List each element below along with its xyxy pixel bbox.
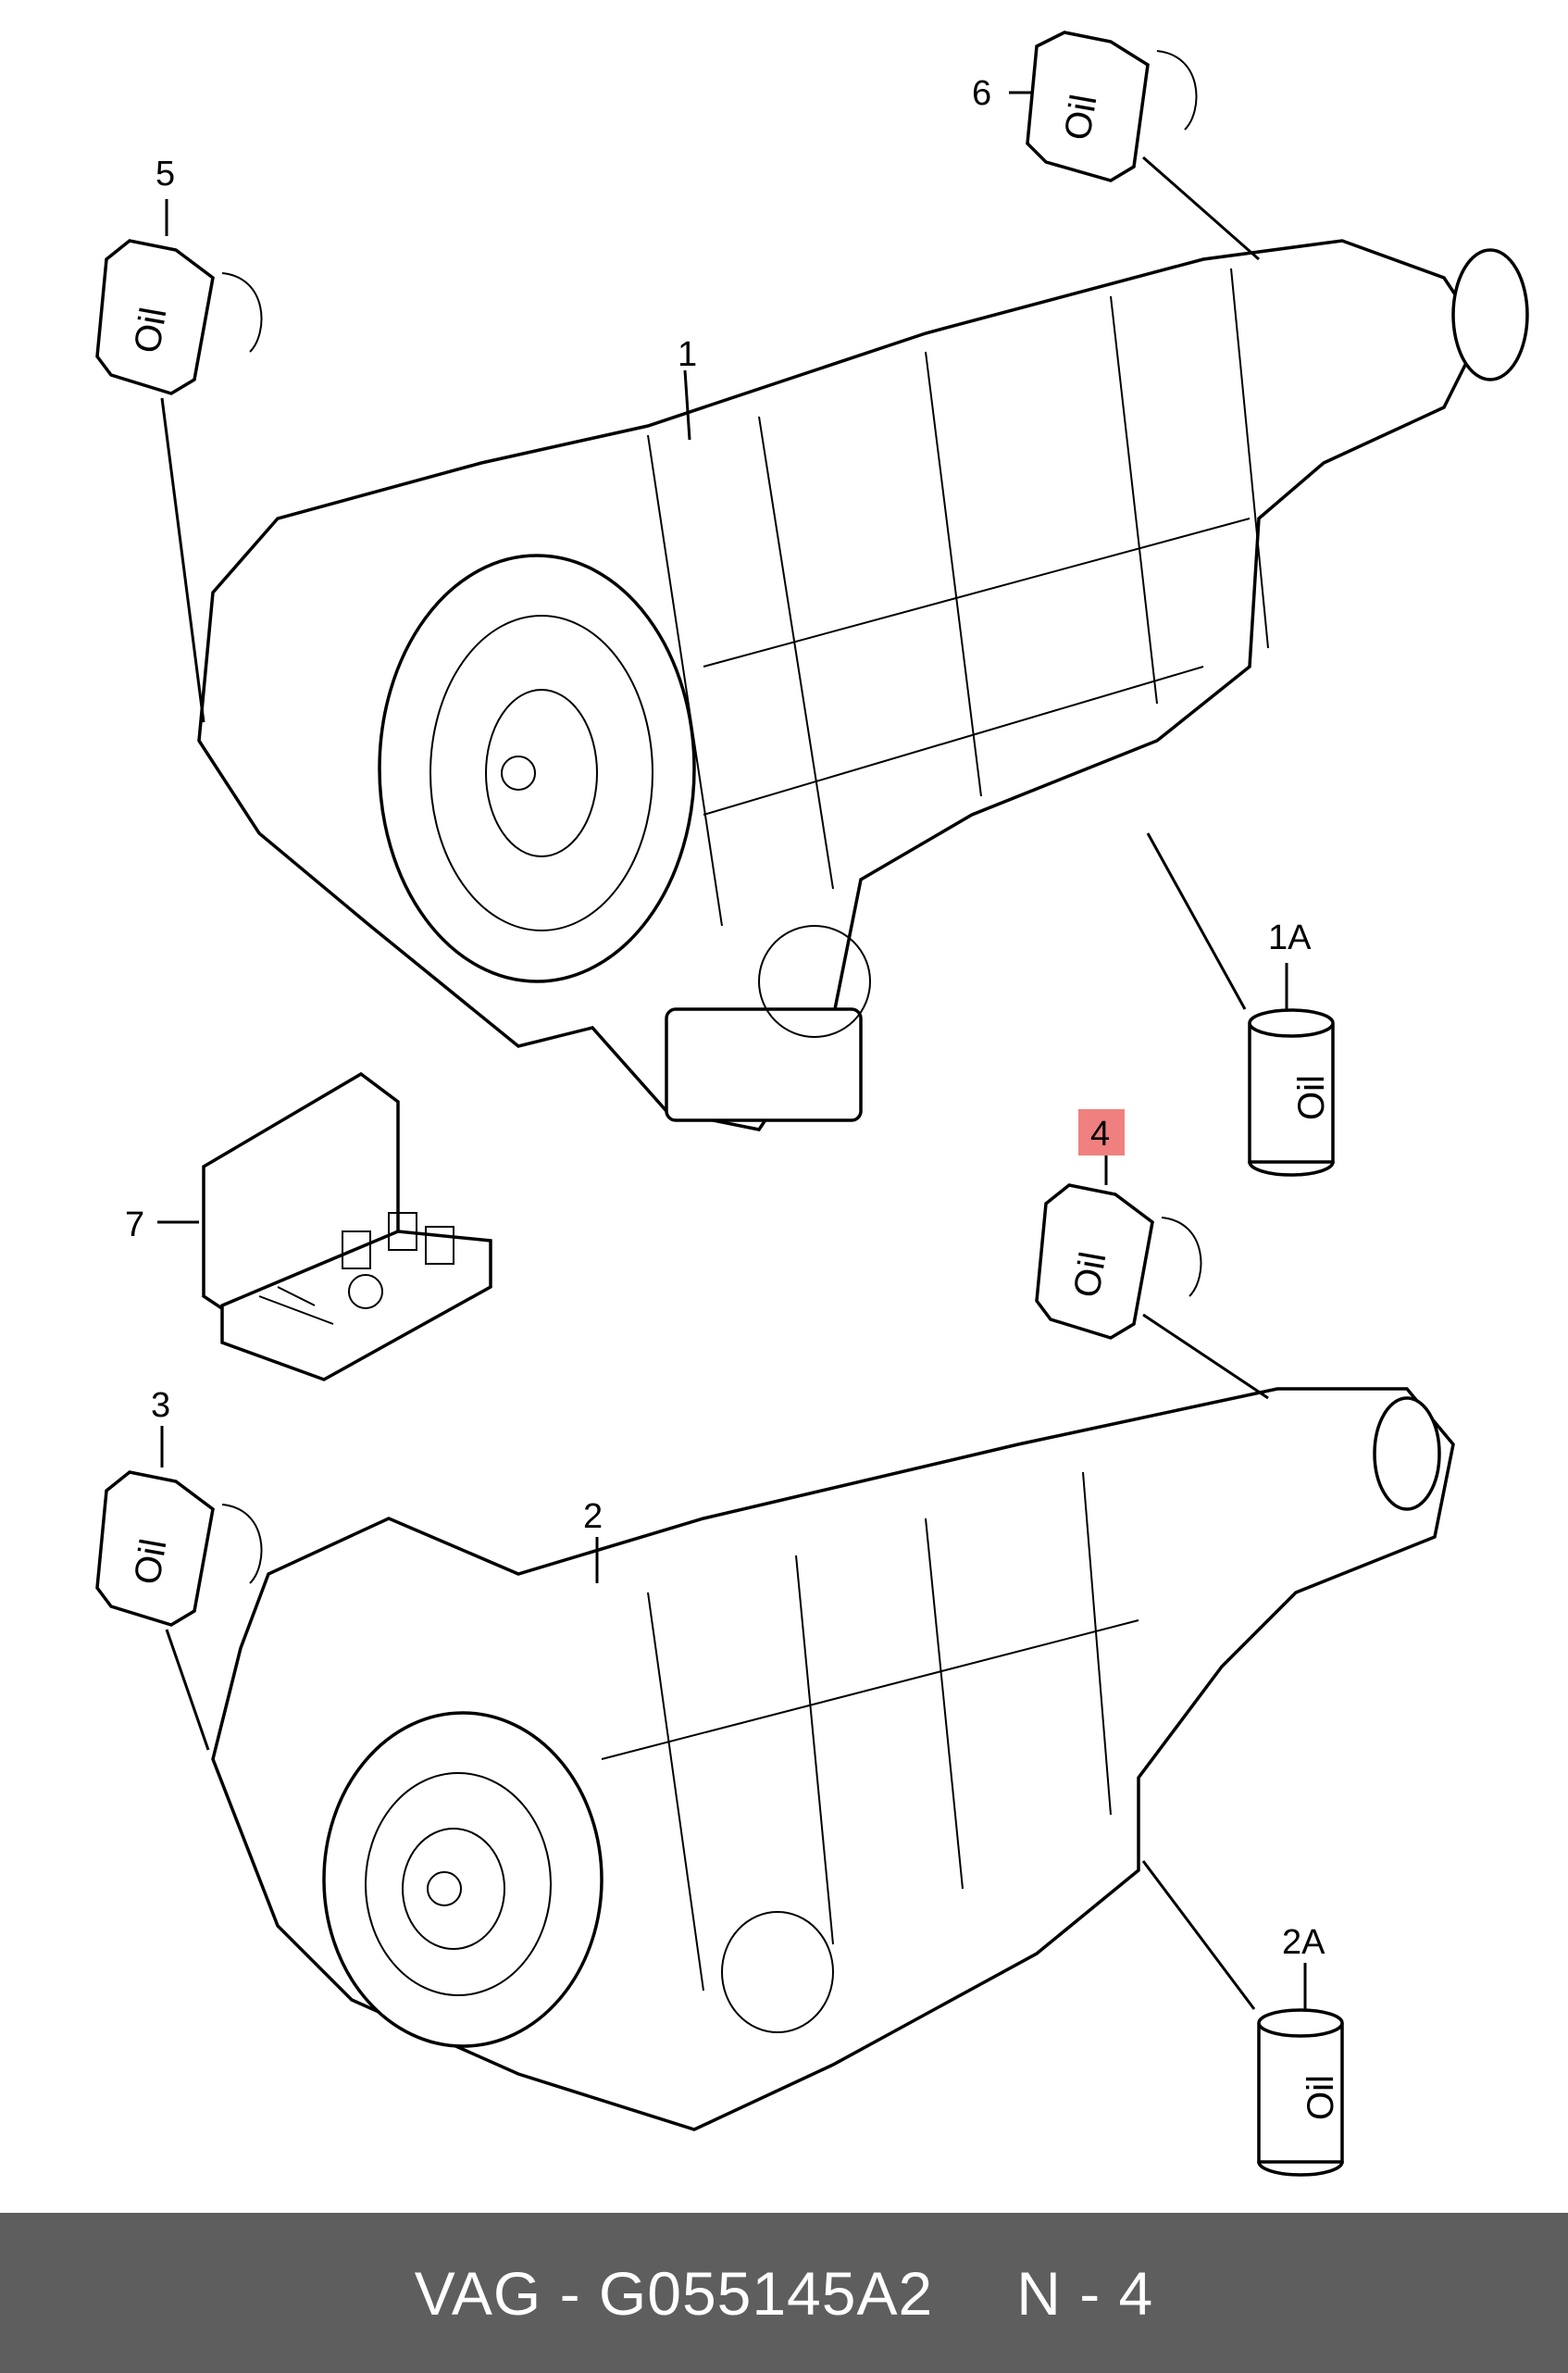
callout-1: 1 — [678, 335, 697, 374]
oil-canister-4: Oil — [1035, 1183, 1202, 1340]
callout-4: 4 — [1090, 1115, 1110, 1154]
transmission-upper — [197, 239, 1529, 1131]
part-number: VAG - G055145A2 — [414, 2258, 934, 2328]
footer-bar: VAG - G055145A2 N - 4 — [0, 2213, 1568, 2373]
leader-lines — [157, 91, 1307, 2010]
svg-text:Oil: Oil — [1300, 2075, 1341, 2120]
callout-5: 5 — [156, 155, 175, 194]
oil-canister-5: Oil — [95, 239, 263, 395]
tool-kit-case — [202, 1071, 492, 1381]
callout-7: 7 — [125, 1205, 144, 1244]
svg-text:Oil: Oil — [1291, 1075, 1332, 1120]
parts-diagram: Oil Oil Oil Oil Oil Oil — [95, 31, 1529, 2177]
callout-3: 3 — [151, 1386, 170, 1425]
oil-canister-6: Oil — [1026, 31, 1198, 182]
svg-text:Oil: Oil — [127, 1536, 175, 1588]
callout-labels: 1 1A 2 2A 3 4 5 6 7 — [125, 74, 1325, 1962]
callout-2a: 2A — [1282, 1923, 1325, 1962]
svg-text:Oil: Oil — [1066, 1249, 1114, 1301]
callout-4-highlight — [1078, 1109, 1125, 1155]
svg-text:Oil: Oil — [1057, 92, 1105, 144]
svg-text:Oil: Oil — [127, 305, 175, 356]
oil-can-1a: Oil — [1248, 1008, 1335, 1177]
page-reference: N - 4 — [1016, 2258, 1154, 2328]
callout-6: 6 — [972, 74, 991, 113]
oil-can-2a: Oil — [1257, 2008, 1344, 2177]
oil-canister-3: Oil — [95, 1470, 263, 1627]
callout-2: 2 — [583, 1497, 603, 1536]
transmission-lower — [211, 1387, 1455, 2131]
callout-1a: 1A — [1268, 918, 1312, 957]
